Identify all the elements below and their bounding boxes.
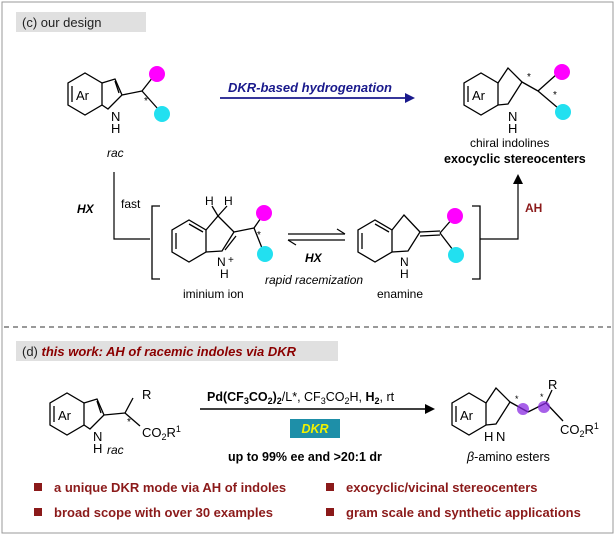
enamine-magenta-dot: [447, 208, 463, 224]
d-start-indole: [49, 392, 141, 436]
bullet-3: broad scope with over 30 examples: [54, 505, 273, 520]
iminium-h2: H: [224, 194, 233, 208]
d-result: up to 99% ee and >20:1 dr: [228, 450, 382, 464]
product-indoline: [463, 66, 559, 116]
section-d-header: (d) this work: AH of racemic indoles via…: [22, 344, 297, 359]
iminium-label: iminium ion: [183, 287, 244, 301]
dkr-badge-text: DKR: [301, 422, 328, 436]
d-product-purple-1: [517, 403, 529, 415]
fast-label: fast: [121, 197, 141, 211]
d-product-ar: Ar: [460, 408, 474, 423]
section-d-title: this work: AH of racemic indoles via DKR: [42, 344, 297, 359]
start-star: *: [144, 96, 148, 107]
product-h: H: [508, 121, 517, 136]
product-magenta-dot: [554, 64, 570, 80]
d-reaction-arrow-head: [425, 404, 435, 414]
d-start-star: *: [127, 417, 131, 428]
dkr-badge: [290, 419, 340, 438]
iminium-magenta-dot: [256, 205, 272, 221]
product-star-1: *: [527, 72, 531, 83]
start-cyan-dot: [154, 106, 170, 122]
left-bracket: [151, 205, 160, 280]
rapid-racemization: rapid racemization: [265, 273, 363, 287]
d-product-r: R: [548, 377, 557, 392]
d-start-h: H: [93, 441, 102, 456]
product-n: N: [508, 109, 517, 124]
bullet-4-square: [326, 508, 334, 516]
d-start-rac: rac: [107, 443, 124, 457]
hx-path: [113, 172, 150, 240]
d-product-star-2: *: [540, 392, 544, 402]
hx-left: HX: [77, 202, 95, 216]
d-start-co2r: CO2R1: [142, 424, 181, 442]
section-c-header: (c) our design: [22, 15, 101, 30]
iminium-structure: [171, 205, 264, 263]
d-start-r: R: [142, 387, 151, 402]
enamine-structure: [357, 214, 454, 263]
product-ar: Ar: [472, 88, 486, 103]
iminium-n: N: [217, 255, 226, 269]
ah-label: AH: [525, 201, 542, 215]
bullet-2: exocyclic/vicinal stereocenters: [346, 480, 538, 495]
dkr-arrow-label: DKR-based hydrogenation: [228, 80, 392, 95]
section-d-prefix: (d): [22, 344, 42, 359]
product-caption-1: chiral indolines: [470, 136, 549, 150]
enamine-cyan-dot: [448, 247, 464, 263]
iminium-h-on-n: H: [220, 267, 229, 281]
d-product-n: N: [496, 429, 505, 444]
enamine-label: enamine: [377, 287, 423, 301]
bullet-2-square: [326, 483, 334, 491]
section-d-header-bg: [16, 341, 338, 361]
enamine-h: H: [400, 267, 409, 281]
d-product-star-1: *: [515, 394, 519, 404]
ah-path: [480, 183, 519, 240]
right-bracket: [472, 205, 481, 280]
iminium-h1: H: [205, 194, 214, 208]
iminium-plus: +: [228, 255, 234, 266]
start-h: H: [111, 121, 120, 136]
start-rac: rac: [107, 146, 124, 160]
d-start-n: N: [93, 429, 102, 444]
d-product-label: β-amino esters: [466, 450, 550, 464]
equil-hx: HX: [305, 251, 323, 265]
bullet-1-square: [34, 483, 42, 491]
d-conditions: Pd(CF3CO2)2/L*, CF3CO2H, H2, rt: [207, 390, 395, 406]
product-star-2: *: [553, 90, 557, 101]
start-n: N: [111, 109, 120, 124]
equil-forward-head: [336, 228, 346, 235]
ah-arrow-head: [513, 174, 523, 184]
dkr-arrow-head: [405, 93, 415, 103]
d-product-co2r: CO2R1: [560, 421, 599, 439]
enamine-n: N: [400, 255, 409, 269]
start-magenta-dot: [149, 66, 165, 82]
d-start-ar: Ar: [58, 408, 72, 423]
bullet-3-square: [34, 508, 42, 516]
d-product-h: H: [484, 429, 493, 444]
bullet-4: gram scale and synthetic applications: [346, 505, 581, 520]
product-caption-2: exocyclic stereocenters: [444, 152, 586, 166]
start-ar: Ar: [76, 88, 90, 103]
iminium-cyan-dot: [257, 246, 273, 262]
bullet-1: a unique DKR mode via AH of indoles: [54, 480, 286, 495]
product-cyan-dot: [555, 104, 571, 120]
d-product-purple-2: [538, 401, 550, 413]
iminium-star: *: [257, 230, 261, 241]
section-c-header-bg: [16, 12, 146, 32]
equil-back-head: [287, 239, 297, 246]
